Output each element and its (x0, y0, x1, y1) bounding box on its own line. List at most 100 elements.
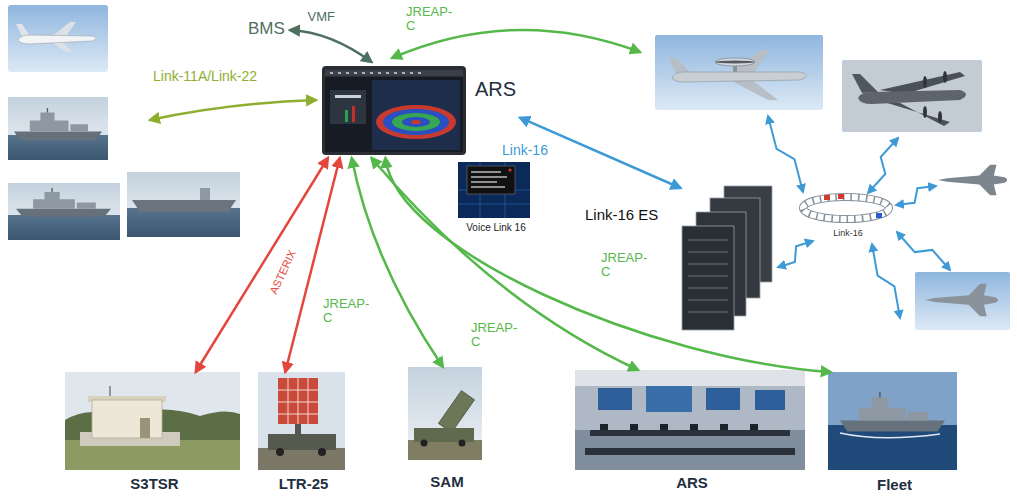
patrol-aircraft-photo (8, 5, 108, 72)
ars-screen (352, 106, 355, 122)
control-room-photo (575, 370, 805, 470)
control-room-photo (590, 430, 790, 436)
node-label: ARS (475, 78, 516, 101)
ltr25-radar-photo (278, 378, 318, 424)
sam-node: SAM (406, 367, 488, 491)
node-label: Fleet (828, 476, 961, 493)
link16-network-ring (803, 197, 889, 219)
node-label: ARS (575, 474, 809, 491)
control-room-photo (646, 386, 692, 412)
connector (196, 158, 328, 372)
sam-launcher-photo (421, 440, 428, 447)
connector-label: Link-11A/Link-22 (151, 69, 259, 84)
awacs-photo (655, 35, 823, 110)
node-label: Voice Link 16 (456, 222, 536, 234)
label-holder: JREAP- C (469, 321, 519, 350)
ars-screen (372, 80, 460, 150)
ars-screen (330, 72, 421, 74)
awacs-photo (672, 72, 807, 82)
control-room-photo (575, 370, 805, 470)
connector-label: Link-16 (500, 143, 550, 158)
voice-link-node: Voice Link 16 (456, 160, 536, 236)
transport-aircraft-photo (842, 60, 982, 132)
awacs-photo (715, 61, 755, 64)
ars-screen (383, 109, 449, 135)
fleet-photo (828, 372, 957, 470)
label-holder: Link-16 (500, 143, 550, 158)
transport-aircraft-photo (923, 106, 927, 118)
label-holder: Link-11A/Link-22 (151, 69, 259, 84)
ltr25-radar-photo (276, 448, 284, 456)
control-room-photo (598, 388, 632, 410)
carrier-photo (127, 172, 240, 237)
fleet-photo (828, 372, 957, 470)
eurofighter-photo (915, 272, 1010, 330)
transport-aircraft-photo (842, 60, 982, 132)
node-label: BMS (248, 19, 285, 39)
transport-aircraft-photo (858, 90, 966, 104)
control-room-photo (575, 430, 805, 470)
voice-link-thumbnail (458, 162, 530, 218)
label-holder: JREAP- C (321, 297, 371, 326)
frigate-photo (14, 108, 102, 140)
datalink-arrows (896, 186, 936, 205)
fleet-node: Fleet (828, 372, 961, 496)
ltr25-radar-photo (268, 434, 336, 450)
node-label: Link-16 (798, 228, 898, 238)
ars-screen (376, 105, 456, 139)
ars-screen (325, 70, 463, 76)
link16-network-ring (838, 194, 844, 199)
eurofighter-photo (925, 284, 998, 316)
carrier-photo (200, 188, 210, 200)
control-room-photo (755, 390, 785, 410)
frigate-photo (8, 97, 108, 160)
node-label: LTR-25 (258, 475, 349, 492)
ltr25-radar-photo (258, 448, 345, 470)
fleet-photo (840, 392, 945, 432)
node-label: SAM (406, 473, 488, 490)
sam-launcher-photo (408, 440, 482, 460)
ars-screen (335, 95, 361, 98)
carrier-photo (127, 172, 240, 237)
awacs-photo (655, 35, 823, 110)
transport-aircraft-photo (943, 71, 947, 83)
radar-site-photo (109, 386, 111, 396)
amphibious-ship-photo (8, 183, 120, 240)
fleet-photo (828, 425, 957, 470)
fighter-jet (938, 165, 1007, 196)
datalink-arrows (150, 30, 950, 318)
label-holder: VMF (306, 10, 337, 24)
sam-launcher-photo (408, 367, 482, 460)
connector (285, 158, 340, 372)
voice-link-thumbnail (458, 162, 530, 218)
amphibious-ship-photo (16, 188, 111, 217)
link16-network-ring (876, 213, 882, 218)
connector-label: JREAP- C (599, 251, 649, 280)
ltr25-radar-photo (258, 372, 345, 470)
radar-site-photo (92, 400, 162, 438)
control-room-photo (706, 388, 740, 410)
voice-link-thumbnail (471, 172, 507, 187)
ars-screen (322, 66, 466, 155)
ars-screen (325, 77, 463, 152)
radar-node: S3TSR (65, 372, 244, 494)
system-node: BMS (246, 18, 290, 42)
voice-link-thumbnail (458, 162, 530, 218)
server-racks (688, 240, 728, 312)
control-room-photo (600, 424, 758, 430)
carrier-photo (127, 208, 240, 237)
connector (778, 241, 813, 267)
awacs-photo (668, 58, 690, 73)
patrol-aircraft-photo (8, 5, 108, 72)
network-node: Link-16 (798, 193, 898, 241)
connector (385, 158, 830, 372)
node-label: S3TSR (65, 475, 244, 492)
ltr25-radar-photo (318, 448, 326, 456)
server-racks (682, 186, 772, 330)
control-room-photo (575, 370, 805, 386)
server-racks (682, 226, 734, 330)
sam-launcher-photo (408, 367, 482, 460)
ars-screen (322, 66, 466, 155)
label-holder: JREAP- C (599, 251, 649, 280)
